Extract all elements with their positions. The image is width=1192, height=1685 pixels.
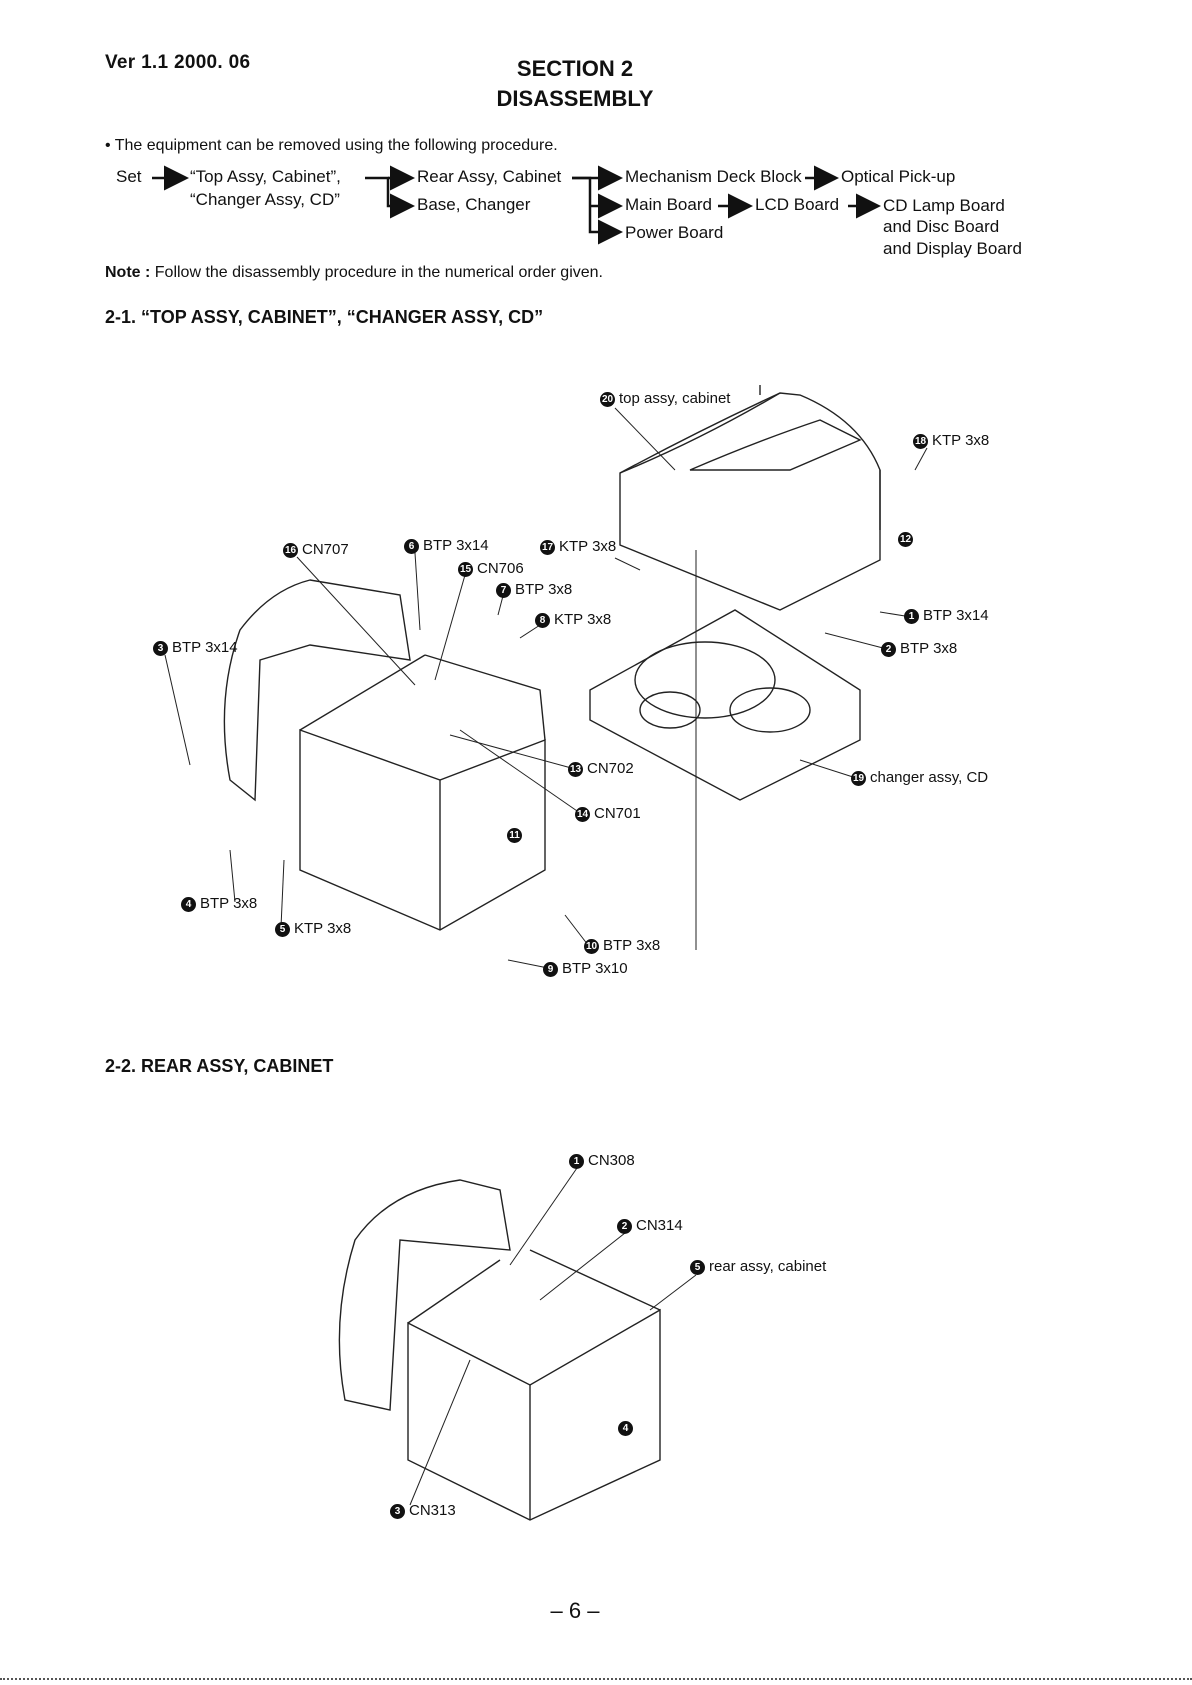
intro-text: • The equipment can be removed using the… (105, 137, 558, 154)
flow-lcd-board: LCD Board (755, 195, 840, 214)
note-text: Follow the disassembly procedure in the … (150, 264, 603, 281)
flow-top-assy: “Top Assy, Cabinet”, (190, 167, 341, 186)
flow-rear-assy: Rear Assy, Cabinet (417, 167, 562, 186)
flow-cd-lamp: CD Lamp Board (883, 196, 1005, 215)
flow-main-board: Main Board (625, 195, 712, 214)
heading-2-2: 2-2. REAR ASSY, CABINET (105, 1056, 334, 1076)
version-label: Ver 1.1 2000. 06 (105, 52, 251, 73)
flow-disc-board: and Disc Board (883, 217, 1000, 236)
leader-lines-2-2 (409, 1167, 697, 1506)
rear-assy-drawing (338, 1179, 661, 1521)
flow-set: Set (116, 167, 142, 186)
flow-mechanism: Mechanism Deck Block (625, 167, 802, 186)
section-subtitle: DISASSEMBLY (496, 86, 654, 111)
page-number: – 6 – (550, 1598, 600, 1623)
callout-11: 11 (507, 826, 526, 843)
flow-base-changer: Base, Changer (417, 195, 531, 214)
flow-arrows (152, 165, 881, 245)
changer-assy-drawing (589, 609, 861, 801)
flow-power-board: Power Board (625, 223, 724, 242)
callout-4-arrow: 4 (618, 1419, 637, 1436)
section-title: SECTION 2 (516, 56, 634, 81)
callout-12: 12 (898, 532, 913, 547)
top-assy-drawing (619, 385, 881, 611)
main-unit-drawing (223, 579, 546, 931)
flow-optical: Optical Pick-up (841, 167, 956, 186)
bottom-dotted-rule (0, 1678, 1192, 1680)
flow-display-board: and Display Board (883, 239, 1022, 258)
note: Note : Follow the disassembly procedure … (105, 264, 603, 282)
flow-changer-assy: “Changer Assy, CD” (190, 190, 340, 209)
heading-2-1: 2-1. “TOP ASSY, CABINET”, “CHANGER ASSY,… (105, 307, 544, 327)
leader-lines-2-1 (164, 407, 928, 969)
note-prefix: Note : (105, 264, 151, 281)
